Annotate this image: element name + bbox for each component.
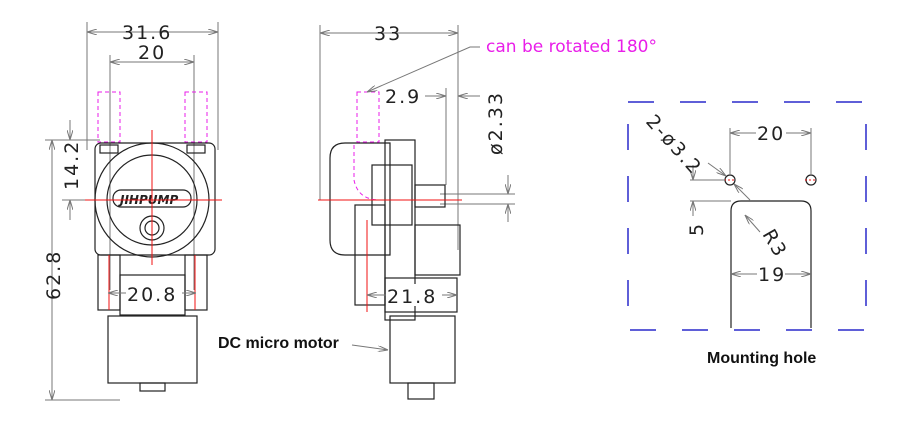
dim-tube-spacing: 20 — [138, 42, 166, 64]
rotation-note: can be rotated 180° — [486, 37, 657, 57]
mounting-hole-view: 20 5 2-ø3.2 R3 19 Mounting hole — [627, 101, 867, 367]
mounting-hole-title: Mounting hole — [707, 350, 816, 367]
dim-hole-to-slot: 5 — [686, 222, 708, 236]
dim-top-to-center: 14.2 — [61, 140, 83, 190]
dim-hole-spacing: 20 — [757, 123, 785, 145]
dim-height-overall: 62.8 — [43, 250, 65, 300]
motor-label: DC micro motor — [218, 335, 339, 352]
dim-bracket-depth: 21.8 — [387, 286, 437, 308]
dim-hole-spec: 2-ø3.2 — [641, 111, 706, 180]
dim-depth-overall: 33 — [374, 23, 402, 45]
front-view: 31.6 20 62.8 14.2 JIHPUMP 20.8 — [43, 22, 222, 401]
dim-bracket-width: 20.8 — [127, 284, 177, 306]
dim-width-overall: 31.6 — [122, 22, 172, 44]
dim-shaft-diameter: ø2.33 — [485, 91, 507, 155]
side-view: 33 2.9 ø2.33 21.8 can be rotated 180° DC… — [218, 23, 657, 400]
mounting-outline — [627, 101, 867, 331]
dim-slot-radius: R3 — [758, 226, 792, 262]
dim-slot-width: 19 — [758, 264, 786, 286]
dim-shaft-offset: 2.9 — [385, 86, 421, 108]
mount-slot — [730, 200, 812, 328]
